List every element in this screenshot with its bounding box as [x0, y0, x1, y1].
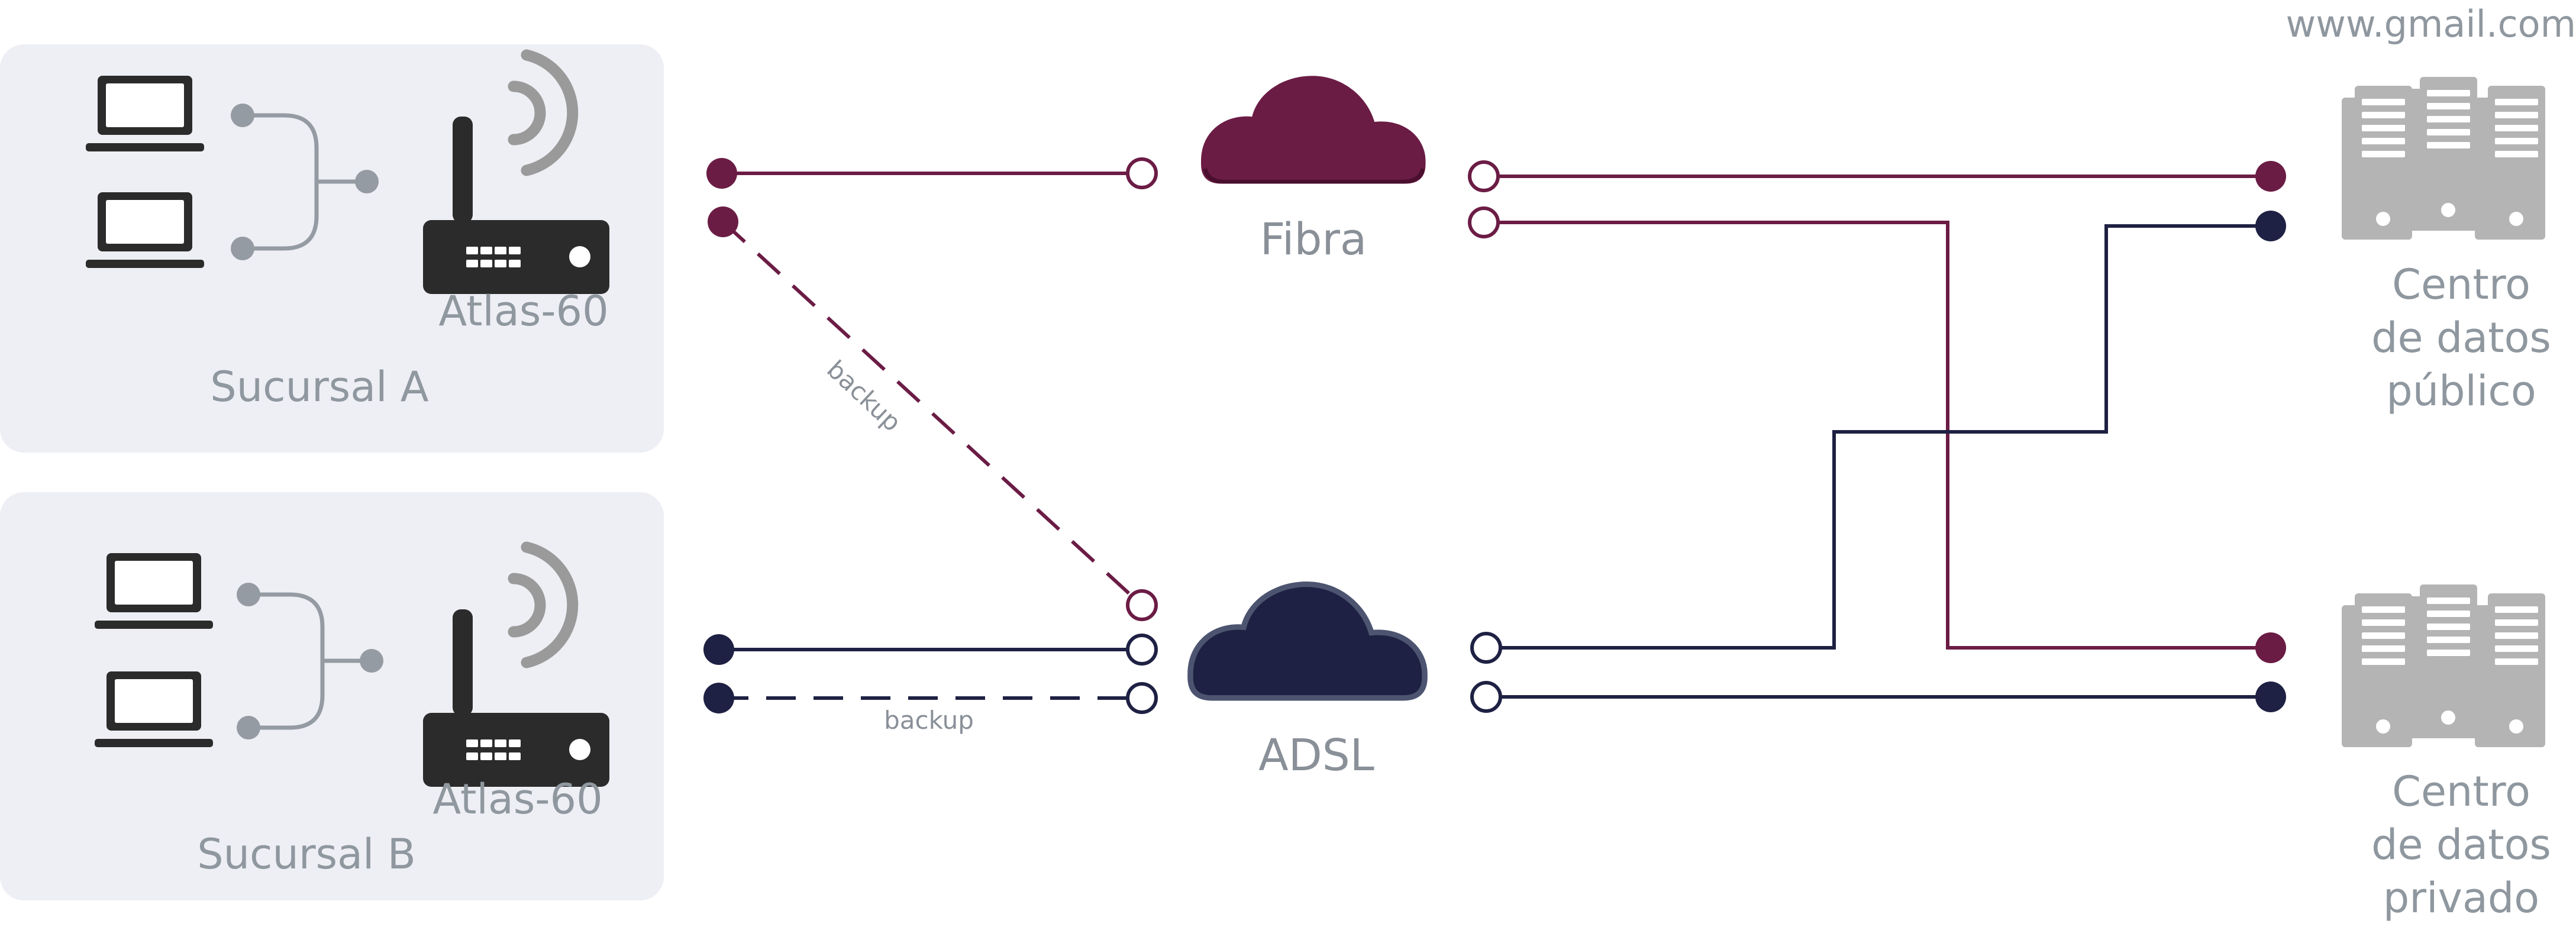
port-ring: [1468, 160, 1500, 192]
port-ring: [1470, 681, 1502, 713]
cloud-icon: [1201, 76, 1426, 184]
private-datacenter-line2: de datos: [2371, 821, 2551, 869]
port-dot: [703, 634, 734, 665]
fibra-label: Fibra: [1260, 214, 1367, 265]
branch-label-b: Sucursal B: [197, 830, 416, 878]
backup-link-a: [721, 220, 1144, 607]
port-ring: [1126, 682, 1158, 714]
port-dot: [703, 683, 734, 713]
backup-label-b: backup: [884, 706, 974, 735]
adsl-label: ADSL: [1258, 730, 1374, 781]
port-ring: [1126, 634, 1158, 666]
branch-label-a: Sucursal A: [210, 363, 428, 411]
fibra-to-private: [1484, 221, 2271, 650]
private-datacenter-line1: Centro: [2392, 767, 2530, 816]
public-datacenter-line3: público: [2386, 367, 2536, 415]
server-icon: [2342, 584, 2545, 747]
port-ring: [1470, 632, 1502, 664]
port-dot: [708, 206, 738, 237]
server-icon: [2342, 77, 2545, 240]
adsl-to-public: [1486, 224, 2271, 650]
public-datacenter-line1: Centro: [2392, 260, 2530, 309]
public-datacenter-line2: de datos: [2371, 314, 2551, 362]
port-ring: [1126, 157, 1158, 189]
public-datacenter-url: www.gmail.com: [2286, 2, 2576, 46]
private-datacenter-line3: privado: [2383, 874, 2539, 922]
router-label-b: Atlas-60: [432, 775, 602, 823]
port-dot: [2255, 681, 2286, 712]
router-label-a: Atlas-60: [438, 287, 608, 335]
port-dot: [706, 158, 737, 189]
port-dot: [2255, 632, 2286, 663]
cloud-icon: [1190, 584, 1425, 698]
backup-label-a: backup: [821, 354, 906, 437]
port-ring: [1468, 206, 1500, 238]
port-ring: [1126, 589, 1158, 621]
port-dot: [2255, 161, 2286, 192]
port-dot: [2255, 211, 2286, 241]
